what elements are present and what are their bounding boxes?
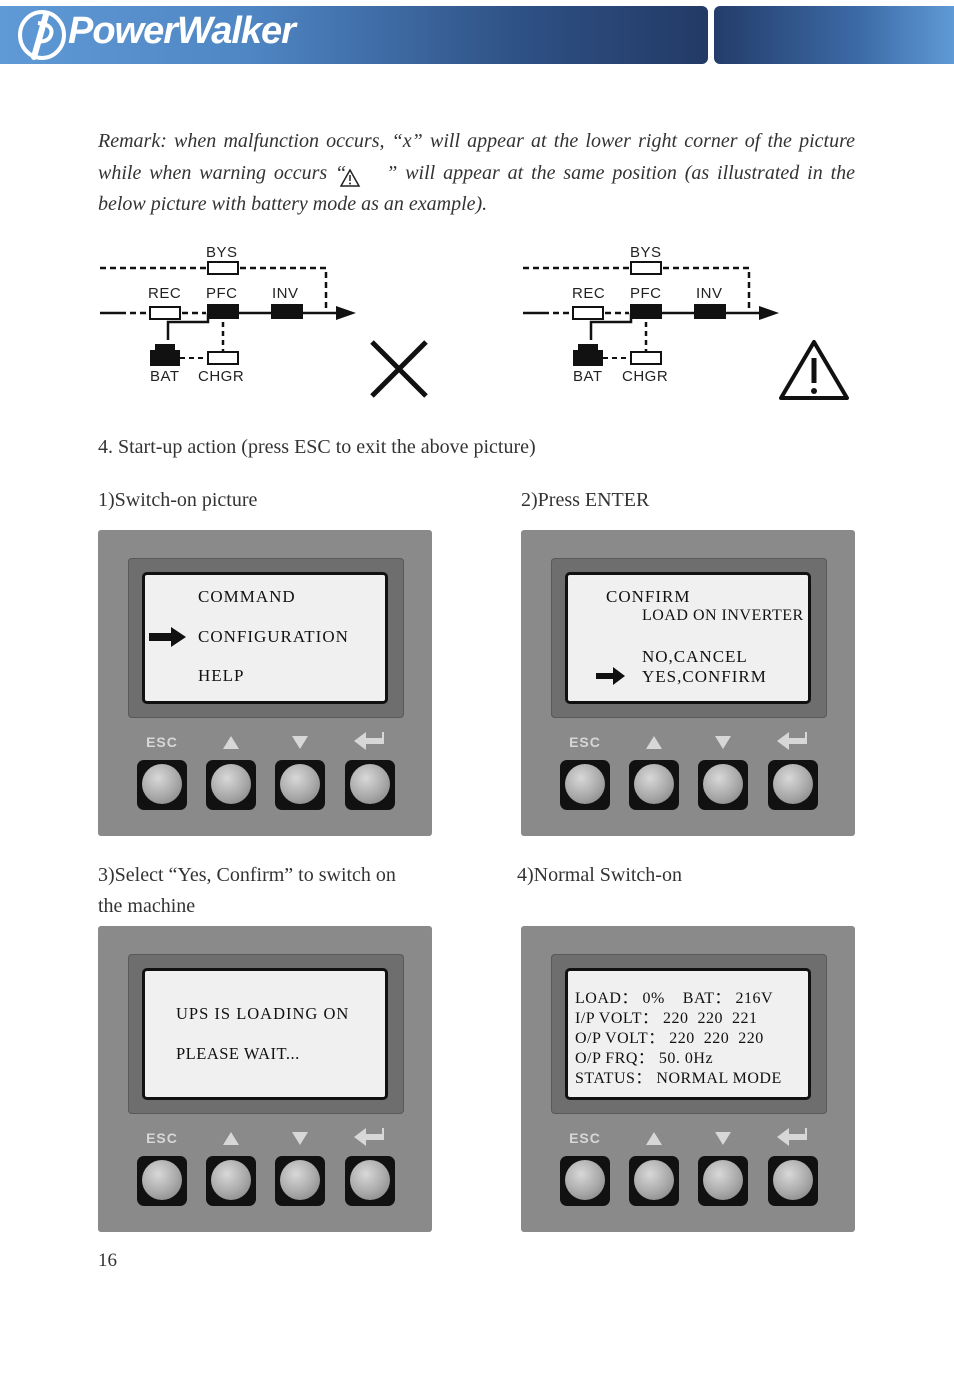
fault-x-icon — [370, 340, 428, 398]
remark-part2: ” will appear at the same position (as i… — [98, 161, 856, 216]
loading-message: UPS IS LOADING ON — [176, 1004, 350, 1023]
screen-frame: LOAD： 0% BAT： 216V I/P VOLT： 220 220 221… — [551, 954, 827, 1114]
status-mode: STATUS： NORMAL MODE — [575, 1070, 782, 1087]
esc-button[interactable] — [560, 1156, 610, 1206]
enter-icon — [354, 732, 384, 750]
lcd-screen: COMMAND CONFIGURATION HELP — [142, 572, 388, 704]
label-bat-right: BAT — [573, 368, 603, 385]
battery-mode-diagram-fault — [100, 261, 428, 398]
enter-button[interactable] — [345, 760, 395, 810]
status-output-volt: O/P VOLT： 220 220 220 — [575, 1030, 764, 1047]
enter-icon — [777, 732, 807, 750]
up-button[interactable] — [629, 760, 679, 810]
label-inv-right: INV — [696, 285, 723, 302]
label-pfc-right: PFC — [630, 285, 662, 302]
lcd-panel-4: LOAD： 0% BAT： 216V I/P VOLT： 220 220 221… — [521, 926, 855, 1232]
lcd-screen: CONFIRM LOAD ON INVERTER NO,CANCEL YES,C… — [565, 572, 811, 704]
option-no-cancel: NO,CANCEL — [642, 647, 748, 666]
selection-arrow-icon — [149, 627, 186, 647]
step-3-caption-line1: 3)Select “Yes, Confirm” to switch on — [98, 864, 396, 886]
menu-item-command: COMMAND — [198, 587, 296, 606]
status-load-bat: LOAD： 0% BAT： 216V — [575, 990, 774, 1007]
step-4-caption: 4)Normal Switch-on — [517, 864, 682, 886]
section-title: 4. Start-up action (press ESC to exit th… — [98, 436, 536, 458]
confirm-subtitle: LOAD ON INVERTER — [642, 607, 804, 624]
label-inv-left: INV — [272, 285, 299, 302]
step-2-caption: 2)Press ENTER — [521, 489, 650, 511]
warning-triangle-icon — [779, 340, 849, 400]
down-arrow-icon — [698, 734, 748, 749]
header-bar — [0, 6, 708, 64]
step-1-caption: 1)Switch-on picture — [98, 489, 258, 511]
up-button[interactable] — [206, 760, 256, 810]
enter-button[interactable] — [345, 1156, 395, 1206]
enter-button[interactable] — [768, 1156, 818, 1206]
esc-button[interactable] — [137, 760, 187, 810]
lcd-panel-3: UPS IS LOADING ON PLEASE WAIT... ESC — [98, 926, 432, 1232]
step-3-caption-line2: the machine — [98, 895, 196, 917]
enter-button[interactable] — [768, 760, 818, 810]
lcd-panel-1: COMMAND CONFIGURATION HELP ESC — [98, 530, 432, 836]
down-arrow-icon — [698, 1130, 748, 1145]
up-arrow-icon — [206, 1130, 256, 1145]
lcd-screen: UPS IS LOADING ON PLEASE WAIT... — [142, 968, 388, 1100]
header-bar-right — [714, 6, 954, 64]
label-chgr-right: CHGR — [622, 368, 669, 385]
confirm-title: CONFIRM — [606, 587, 691, 606]
selection-arrow-icon — [596, 667, 625, 685]
label-rec-left: REC — [148, 285, 182, 302]
remark-part1: Remark: when malfunction occurs, “x” wil… — [98, 130, 855, 184]
up-arrow-icon — [629, 1130, 679, 1145]
menu-item-help: HELP — [198, 666, 245, 685]
brand-logo-text: PowerWalker — [68, 10, 296, 52]
powerwalker-logo-icon — [18, 10, 66, 60]
up-button[interactable] — [206, 1156, 256, 1206]
label-bat-left: BAT — [150, 368, 180, 385]
down-button[interactable] — [275, 1156, 325, 1206]
status-output-freq: O/P FRQ： 50. 0Hz — [575, 1050, 714, 1067]
enter-icon — [354, 1128, 384, 1146]
down-button[interactable] — [698, 1156, 748, 1206]
lcd-screen: LOAD： 0% BAT： 216V I/P VOLT： 220 220 221… — [565, 968, 811, 1100]
label-pfc-left: PFC — [206, 285, 238, 302]
down-arrow-icon — [275, 1130, 325, 1145]
label-bys-right: BYS — [630, 244, 662, 261]
esc-label: ESC — [146, 734, 178, 750]
esc-label: ESC — [146, 1130, 178, 1146]
menu-item-configuration: CONFIGURATION — [198, 627, 349, 646]
down-button[interactable] — [698, 760, 748, 810]
esc-button[interactable] — [560, 760, 610, 810]
battery-mode-diagram-warning — [523, 261, 849, 400]
page-number: 16 — [98, 1250, 117, 1271]
label-chgr-left: CHGR — [198, 368, 245, 385]
esc-button[interactable] — [137, 1156, 187, 1206]
screen-frame: UPS IS LOADING ON PLEASE WAIT... — [128, 954, 404, 1114]
label-rec-right: REC — [572, 285, 606, 302]
please-wait-message: PLEASE WAIT... — [176, 1044, 300, 1063]
remark-paragraph: Remark: when malfunction occurs, “x” wil… — [98, 126, 855, 221]
screen-frame: COMMAND CONFIGURATION HELP — [128, 558, 404, 718]
esc-label: ESC — [569, 734, 601, 750]
label-bys-left: BYS — [206, 244, 238, 261]
down-arrow-icon — [275, 734, 325, 749]
lcd-panel-2: CONFIRM LOAD ON INVERTER NO,CANCEL YES,C… — [521, 530, 855, 836]
up-arrow-icon — [206, 734, 256, 749]
esc-label: ESC — [569, 1130, 601, 1146]
down-button[interactable] — [275, 760, 325, 810]
screen-frame: CONFIRM LOAD ON INVERTER NO,CANCEL YES,C… — [551, 558, 827, 718]
up-button[interactable] — [629, 1156, 679, 1206]
inline-warning-triangle-icon — [339, 168, 361, 187]
up-arrow-icon — [629, 734, 679, 749]
option-yes-confirm: YES,CONFIRM — [642, 667, 767, 686]
enter-icon — [777, 1128, 807, 1146]
status-input-volt: I/P VOLT： 220 220 221 — [575, 1010, 758, 1027]
